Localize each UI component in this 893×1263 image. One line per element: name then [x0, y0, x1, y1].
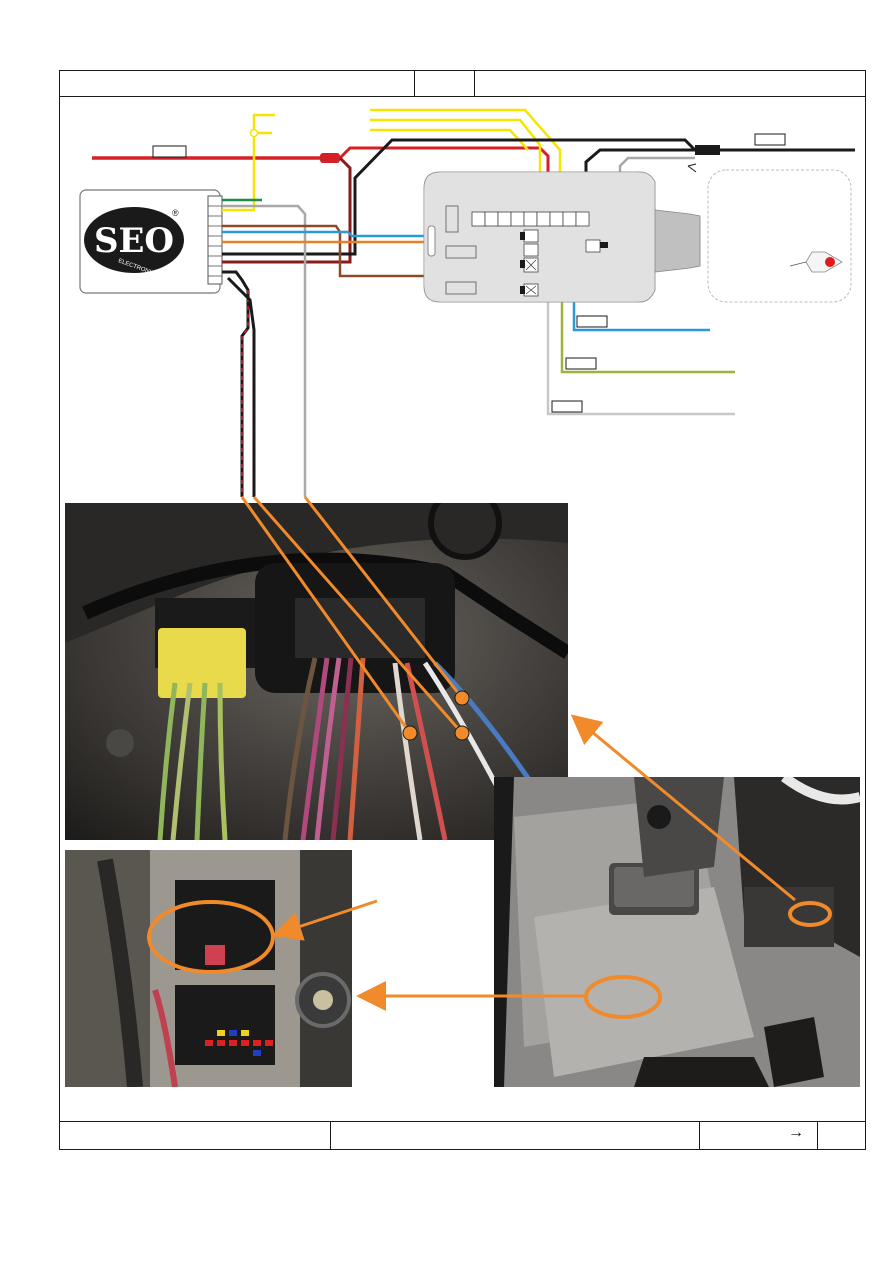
header-divider	[59, 96, 866, 97]
seo-module: SEO ® ELECTRONICS	[79, 189, 223, 294]
wiring-diagram: SEO ® ELECTRONICS	[79, 108, 855, 497]
red-button-icon	[825, 257, 835, 267]
header-cell-sep-2	[474, 70, 475, 97]
footer-cell-sep-2	[699, 1121, 700, 1150]
fuse-box-photo	[65, 850, 352, 1087]
footer-next-arrow: →	[788, 1124, 804, 1141]
footer-divider	[59, 1121, 866, 1122]
connector-closeup-photo	[65, 503, 568, 840]
seo-logo-oval	[84, 207, 184, 273]
registered-mark: ®	[172, 208, 179, 218]
yellow-connector	[158, 628, 246, 698]
twisted-signal-wires	[222, 270, 256, 497]
seo-logo-text: SEO	[94, 221, 174, 261]
footer-cell-sep-3	[817, 1121, 818, 1150]
remote-key-panel	[687, 163, 852, 303]
vehicle-junction-box	[423, 171, 701, 303]
header-cell-sep-1	[414, 70, 415, 97]
dashboard-lower-panel-photo	[494, 777, 860, 1087]
page-frame	[59, 70, 866, 1150]
footer-cell-sep-1	[330, 1121, 331, 1150]
